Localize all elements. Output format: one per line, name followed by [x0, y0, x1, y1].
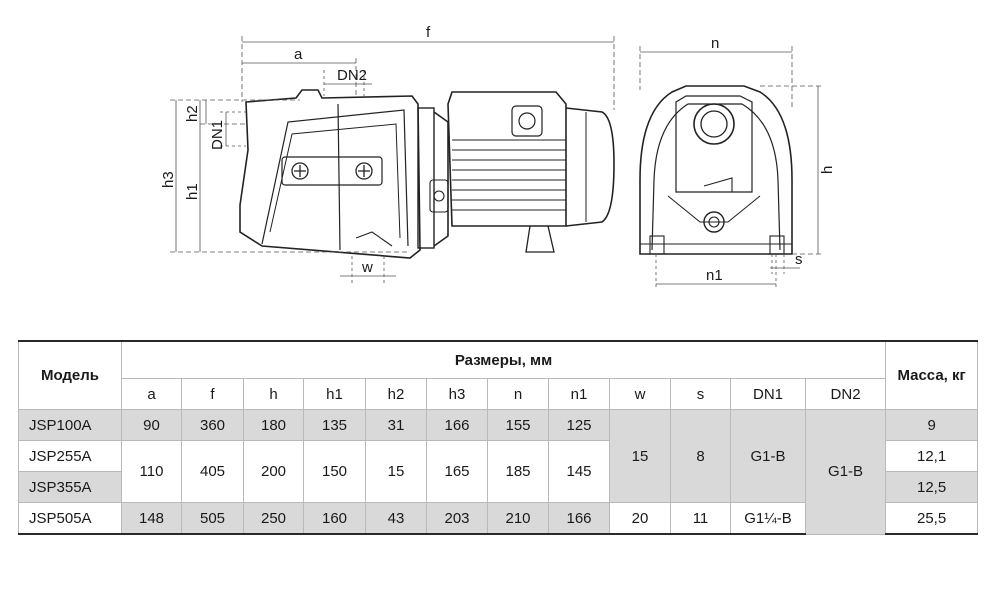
mass-header: Масса, кг	[885, 340, 979, 410]
col-f: f	[181, 378, 244, 410]
col-n: n	[487, 378, 549, 410]
cell-h: 180	[243, 409, 304, 441]
col-a: a	[121, 378, 182, 410]
col-h: h	[243, 378, 304, 410]
cell-a: 90	[121, 409, 182, 441]
table-row: JSP505A 148 505 250 160 43 203 210 166 2…	[18, 502, 979, 535]
cell-s-merged: 8	[670, 409, 731, 503]
label-h: h	[819, 166, 836, 174]
label-dn1: DN1	[209, 120, 226, 150]
mass-cell: 25,5	[885, 502, 979, 535]
cell-h2-merged: 15	[365, 440, 427, 503]
col-h2: h2	[365, 378, 427, 410]
mass-cell: 12,5	[885, 471, 979, 503]
cell-n1: 166	[548, 502, 610, 535]
label-f: f	[426, 24, 431, 41]
dimensions-header: Размеры, мм	[120, 340, 887, 379]
cell-h-merged: 200	[243, 440, 304, 503]
mass-cell: 9	[885, 409, 979, 441]
label-n: n	[711, 35, 719, 52]
label-h1: h1	[184, 183, 201, 200]
label-w: w	[361, 259, 373, 276]
label-s: s	[795, 251, 803, 268]
table-row: JSP355A 12,5	[18, 471, 979, 503]
col-dn2: DN2	[804, 378, 887, 410]
cell-f-merged: 405	[181, 440, 244, 503]
col-h3: h3	[426, 378, 488, 410]
col-h1: h1	[303, 378, 366, 410]
mass-cell: 12,1	[885, 440, 979, 472]
model-cell: JSP505A	[18, 502, 122, 535]
cell-n1-merged: 145	[548, 440, 610, 503]
cell-n: 210	[487, 502, 549, 535]
cell-w-merged: 15	[609, 409, 671, 503]
label-h2: h2	[184, 105, 201, 122]
model-cell: JSP355A	[18, 471, 122, 503]
cell-h3-merged: 165	[426, 440, 488, 503]
model-header: Модель	[18, 340, 122, 410]
label-h3: h3	[160, 171, 177, 188]
model-cell: JSP100A	[18, 409, 122, 441]
cell-f: 505	[181, 502, 244, 535]
cell-h3: 166	[426, 409, 488, 441]
label-n1: n1	[706, 267, 723, 284]
pump-head-outline	[239, 89, 421, 259]
cell-h1: 135	[303, 409, 366, 441]
cell-dn2-merged: G1-B	[804, 409, 887, 535]
table-row: JSP255A 110 405 200 150 15 165 185 145 1…	[18, 440, 979, 503]
table-row: JSP100A 90 360 180 135 31 166 155 125 15…	[18, 409, 979, 535]
col-dn1: DN1	[730, 378, 806, 410]
spec-table: Модель Размеры, мм Масса, кг a f h h1 h2…	[18, 340, 979, 535]
label-a: a	[294, 46, 303, 63]
col-n1: n1	[548, 378, 610, 410]
cell-a-merged: 110	[121, 440, 182, 503]
cell-a: 148	[121, 502, 182, 535]
cell-h3: 203	[426, 502, 488, 535]
motor-outline	[447, 91, 567, 227]
cell-h1: 160	[303, 502, 366, 535]
cell-h: 250	[243, 502, 304, 535]
cell-h1-merged: 150	[303, 440, 366, 503]
cell-w: 20	[609, 502, 671, 535]
cell-n: 155	[487, 409, 549, 441]
model-cell: JSP255A	[18, 440, 122, 472]
col-w: w	[609, 378, 671, 410]
cell-h2: 43	[365, 502, 427, 535]
cell-n-merged: 185	[487, 440, 549, 503]
cell-f: 360	[181, 409, 244, 441]
cell-n1: 125	[548, 409, 610, 441]
label-dn2: DN2	[337, 67, 367, 84]
cell-s: 11	[670, 502, 731, 535]
col-s: s	[670, 378, 731, 410]
cell-dn1: G1¼-B	[730, 502, 806, 535]
cell-dn1-merged: G1-B	[730, 409, 806, 503]
front-view-outline	[639, 85, 793, 255]
cell-h2: 31	[365, 409, 427, 441]
pump-drawing: f a DN2 h3 h1 h2 DN1 w n h n1 s	[160, 24, 836, 290]
